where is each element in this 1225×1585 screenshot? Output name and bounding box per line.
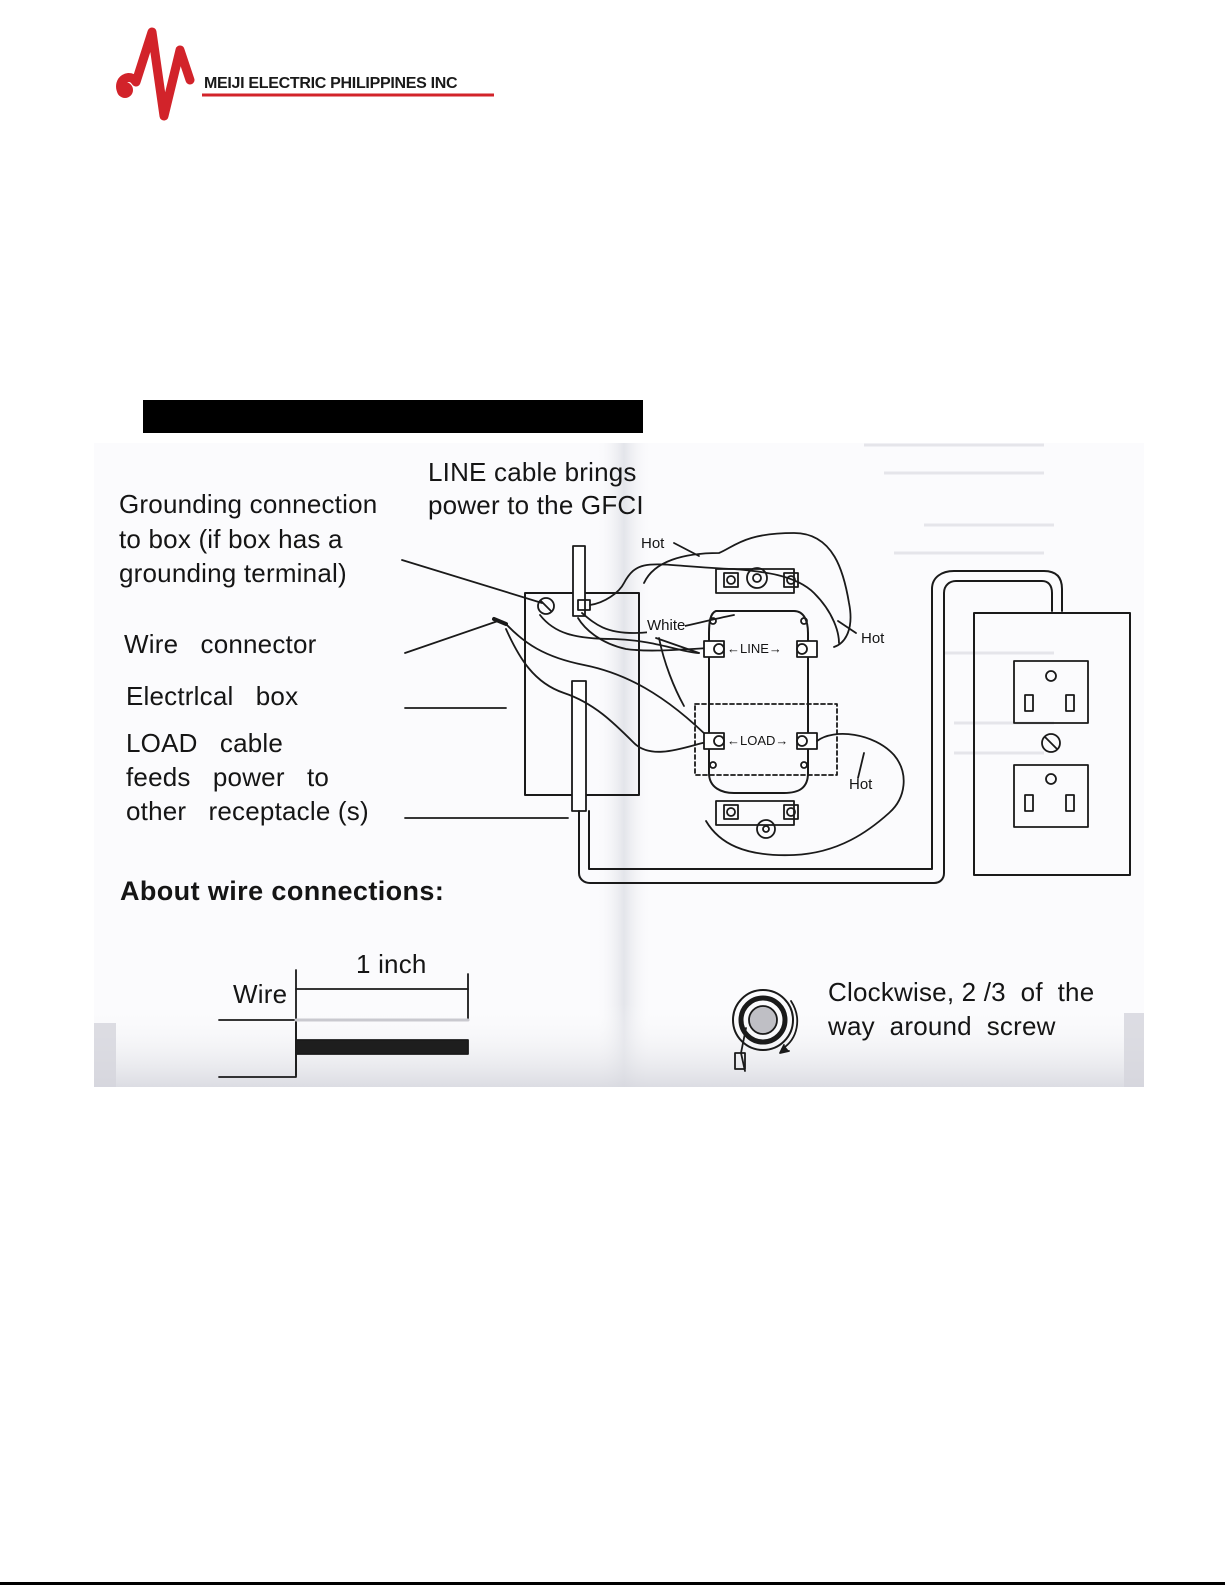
company-name: MEIJI ELECTRIC PHILIPPINES INC [204, 75, 458, 92]
grounding-label-2: to box (if box has a [119, 524, 343, 554]
scan-background [94, 443, 1144, 1087]
gfci-receptacle [694, 567, 838, 839]
downstream-receptacle [973, 612, 1131, 876]
stripped-wire-drawing [218, 969, 470, 1078]
line-cable-label-1: LINE cable brings [428, 457, 637, 487]
white-pointer-line [658, 637, 685, 707]
clockwise-label-2: way around screw [828, 1011, 1056, 1041]
electrical-box-label: Electrlcal box [126, 681, 299, 711]
clockwise-screw-icon [732, 989, 799, 1072]
line-cable-label-2: power to the GFCI [428, 490, 644, 520]
hot-right-leader [837, 620, 857, 634]
hot-label-right: Hot [861, 630, 885, 647]
wire-connector [492, 617, 508, 626]
logo-mark-dot [117, 82, 133, 98]
load-terminal-label: ←LOAD→ [727, 733, 789, 748]
hot-bottom-leader [857, 752, 865, 779]
hot-label-bottom: Hot [849, 776, 873, 793]
redaction-bar [143, 400, 643, 433]
load-cable-label-1: LOAD cable [126, 728, 284, 758]
wiring-diagram [218, 532, 1131, 1078]
hot-wire-top [643, 532, 852, 648]
clockwise-label-1: Clockwise, 2 /3 of the [828, 977, 1095, 1007]
hot-label-top: Hot [641, 535, 665, 552]
hot-top-leader [673, 542, 700, 557]
page-bottom-rule [0, 1582, 1225, 1585]
wire-label: Wire [233, 979, 288, 1009]
grounding-label-3: grounding terminal) [119, 558, 347, 588]
wire-connector-label: Wire connector [124, 629, 317, 659]
wiring-diagram-figure: LINE cable brings power to the GFCI Grou… [94, 443, 1144, 1087]
grounding-leader-line [401, 559, 543, 604]
grounding-label-1: Grounding connection [119, 489, 378, 519]
electrical-box [524, 545, 640, 812]
about-heading: About wire connections: [120, 876, 445, 906]
load-cable-label-2: feeds power to [126, 762, 330, 792]
company-logo: MEIJI ELECTRIC PHILIPPINES INC [112, 22, 502, 122]
load-cable-label-3: other receptacle (s) [126, 796, 369, 826]
wire-connector-leader-line [404, 620, 499, 654]
line-terminal-label: ←LINE→ [727, 641, 782, 656]
load-cable-run [578, 580, 1053, 884]
hot-wire-load [705, 733, 905, 857]
white-label: White [647, 617, 686, 634]
white-pointer-line-2 [655, 637, 700, 654]
logo-mark [116, 27, 195, 121]
one-inch-label: 1 inch [356, 949, 427, 979]
